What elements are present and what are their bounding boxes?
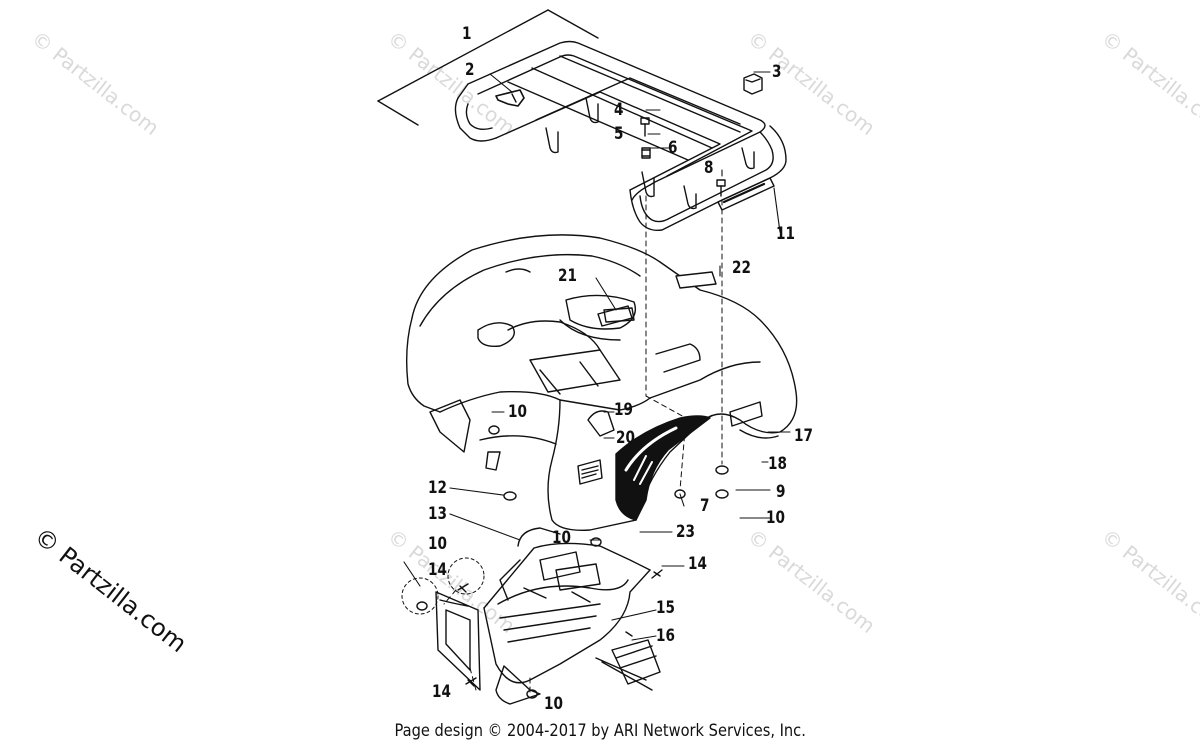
callout-11: 11 [776, 224, 795, 244]
callout-22: 22 [732, 258, 751, 278]
callout-10: 10 [766, 508, 785, 528]
callout-13: 13 [428, 504, 447, 524]
footwell [435, 527, 661, 705]
callout-14: 14 [428, 560, 447, 580]
callout-6: 6 [668, 138, 678, 158]
leader-lines [403, 71, 791, 641]
callout-14: 14 [432, 682, 451, 702]
callout-9: 9 [776, 482, 786, 502]
callout-10: 10 [552, 528, 571, 548]
callout-10: 10 [428, 534, 447, 554]
callout-19: 19 [614, 400, 633, 420]
detail-circles [401, 557, 485, 615]
rear-fender [405, 234, 798, 531]
callout-17: 17 [794, 426, 813, 446]
group-bracket [377, 9, 599, 126]
rack-fasteners [640, 73, 763, 197]
callout-18: 18 [768, 454, 787, 474]
callout-16: 16 [656, 626, 675, 646]
callout-5: 5 [614, 124, 624, 144]
callout-14: 14 [688, 554, 707, 574]
alignment-lines [443, 195, 723, 693]
page-footer: Page design © 2004-2017 by ARI Network S… [0, 721, 1200, 741]
callout-2: 2 [465, 60, 475, 80]
decal-22 [675, 271, 717, 289]
callout-1: 1 [462, 24, 472, 44]
callout-3: 3 [772, 62, 782, 82]
callout-7: 7 [700, 496, 710, 516]
callout-15: 15 [656, 598, 675, 618]
callout-10: 10 [508, 402, 527, 422]
footer-text: Page design © 2004-2017 by ARI Network S… [394, 721, 806, 741]
callout-10: 10 [544, 694, 563, 714]
callout-20: 20 [616, 428, 635, 448]
callout-23: 23 [676, 522, 695, 542]
callout-21: 21 [558, 266, 577, 286]
callout-4: 4 [614, 100, 624, 120]
callout-12: 12 [428, 478, 447, 498]
callout-8: 8 [704, 158, 714, 178]
hardware [416, 425, 729, 699]
